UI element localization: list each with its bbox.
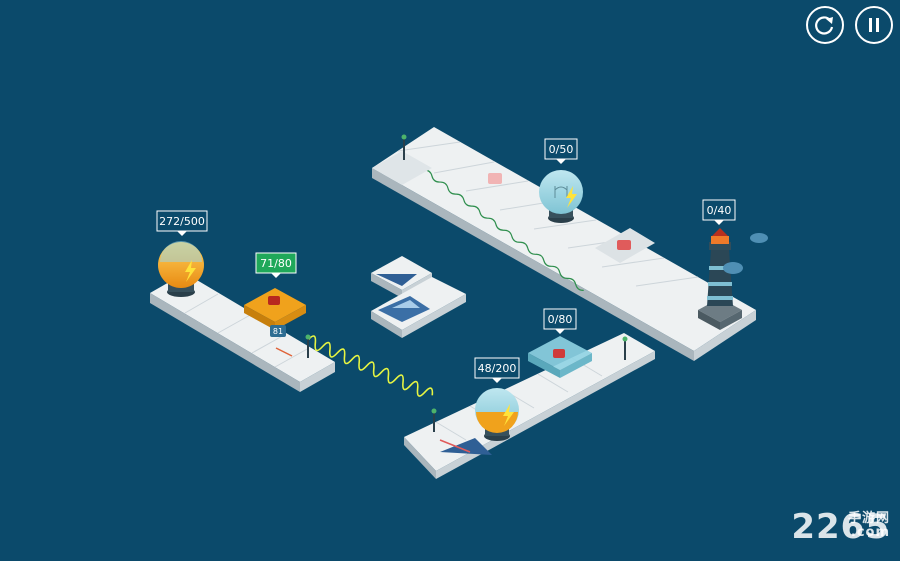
tile-lock-red[interactable] [595,228,655,263]
laser-wave-green [407,157,584,291]
counter-bulb-left: 272/500 [156,210,208,236]
lighthouse[interactable] [698,228,742,330]
laser-red-segment [275,347,293,357]
bulb-top[interactable] [539,170,583,223]
svg-text:0/50: 0/50 [549,143,574,156]
svg-text:0/80: 0/80 [548,313,573,326]
pause-button[interactable] [855,6,893,44]
tile-lock-pink[interactable] [488,173,502,184]
svg-text:0/40: 0/40 [707,204,732,217]
emitter-top[interactable] [372,134,432,186]
svg-text:48/200: 48/200 [478,362,517,375]
bulb-bottom[interactable] [475,388,519,441]
laser-wave-yellow [307,335,434,397]
watermark-sub: 手游网 [847,511,890,526]
counter-battery-orange: 71/80 [255,252,297,278]
bulb-left[interactable] [158,241,204,297]
restart-icon [815,16,834,35]
platform-bottom [404,333,655,479]
lightning-icon [185,260,196,282]
counter-battery-blue: 0/80 [543,308,577,334]
emitter-right[interactable] [622,336,628,361]
restart-button[interactable] [806,6,844,44]
mirror-tile-lower[interactable] [371,277,466,338]
platform-top [372,127,756,361]
watermark-main: 2265 [791,507,890,547]
emitter-bottom[interactable] [431,408,437,433]
lightning-icon [503,404,514,426]
counter-bulb-bottom: 48/200 [474,357,520,383]
pause-icon [869,18,879,32]
counter-bulb-top: 0/50 [544,138,578,164]
tile-badge-label: 81 [273,327,283,336]
cloud [723,233,768,274]
battery-orange[interactable] [244,288,306,330]
emitter-left[interactable] [305,334,311,359]
tile-badge: 81 [270,325,286,337]
watermark: 2265 手游网 .com [791,507,890,547]
watermark-domain: .com [850,525,890,540]
svg-text:272/500: 272/500 [159,215,205,228]
mirror-tile-bottom[interactable] [439,438,492,455]
battery-blue[interactable] [528,336,592,378]
svg-text:71/80: 71/80 [260,257,292,270]
lightning-icon [566,186,577,208]
counter-lighthouse: 0/40 [702,199,736,225]
